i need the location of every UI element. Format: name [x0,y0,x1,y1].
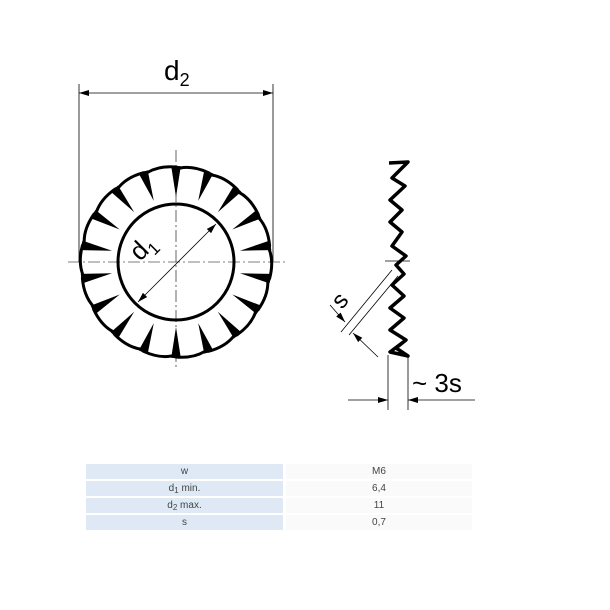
tooth-slot [171,166,181,197]
tooth-slot [80,273,112,284]
d1-dimension-line [137,223,217,303]
washer-outer-toothed-edge [78,165,274,359]
row-label: s [86,515,286,530]
row-value: 0,7 [286,515,472,530]
tooth-slot [232,294,262,315]
thickness-label: ~ 3s [412,368,462,398]
s-label: s [326,287,354,314]
front-view: d2 d1 [68,55,285,370]
row-label: w [86,464,286,479]
tooth-slot [171,327,181,358]
row-label: d2 max. [86,498,286,513]
tooth-slot [240,273,272,284]
side-view: s ~ 3s [326,160,475,410]
tooth-slot [90,294,120,315]
tooth-slot [240,240,272,251]
d1-label: d1 [123,228,164,269]
s-arrow-1 [329,304,346,323]
tooth-slot [80,240,112,251]
tooth-slot [217,185,242,213]
tooth-slot [198,170,214,201]
table-row: d2 max.11 [86,498,472,513]
row-value: 6,4 [286,481,472,496]
d2-label: d2 [164,55,190,90]
washer-inner-bore [116,202,236,322]
tooth-slot [110,311,135,339]
tooth-slot [217,311,242,339]
s-arrow-2 [352,332,379,358]
tooth-slot [90,209,120,230]
tooth-slot [232,209,262,230]
tooth-slot [110,185,135,213]
s-extension-2 [348,275,399,336]
row-value: 11 [286,498,472,513]
row-value: M6 [286,464,472,479]
side-profile [388,160,410,358]
tooth-slot [198,323,214,354]
row-label: d1 min. [86,481,286,496]
s-extension-1 [340,269,393,333]
tooth-slot [138,323,154,354]
tooth-slot [138,170,154,201]
table-row: d1 min.6,4 [86,481,472,496]
